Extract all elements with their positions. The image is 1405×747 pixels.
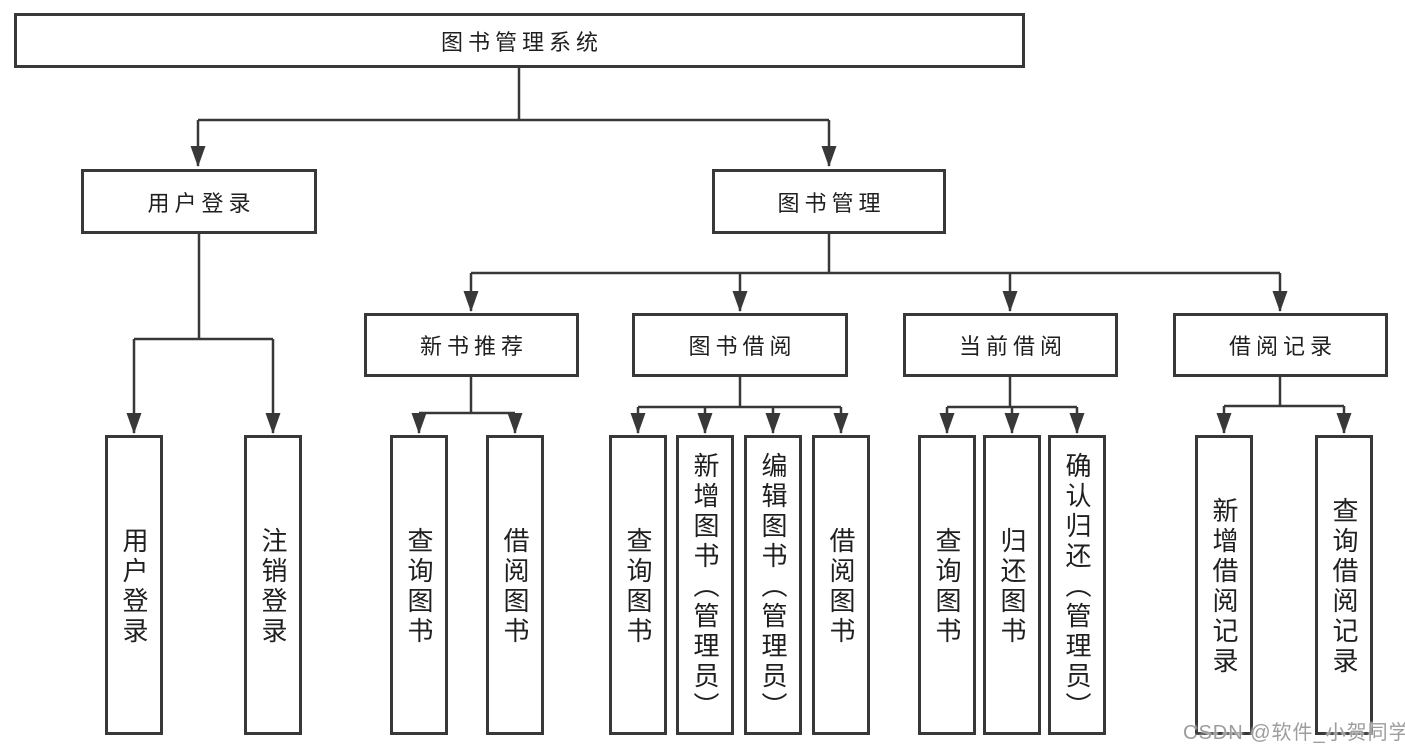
node-label-book-management: 图书管理 — [777, 190, 886, 216]
leaf-user-login: 用户登录 — [105, 435, 163, 735]
node-label-root: 图书管理系统 — [440, 29, 603, 55]
leaf-borrowing-borrow-books: 借阅图书 — [812, 435, 870, 735]
csdn-watermark: CSDN @软件_小贺同学 — [1183, 722, 1405, 744]
leaf-label-current-query-books: 查询图书 — [932, 527, 962, 647]
leaf-label-current-confirm-return-admin: 确认归还（管理员） — [1062, 452, 1092, 722]
node-label-borrowing-records: 借阅记录 — [1228, 334, 1337, 359]
node-label-new-book-recommend: 新书推荐 — [419, 334, 528, 359]
leaf-label-logout: 注销登录 — [258, 527, 288, 647]
leaf-borrowing-edit-books-admin: 编辑图书（管理员） — [744, 435, 802, 735]
node-book-borrowing: 图书借阅 — [632, 313, 848, 377]
node-label-user-login: 用户登录 — [147, 190, 256, 216]
leaf-newrec-query-books: 查询图书 — [390, 435, 448, 735]
leaf-records-add-record: 新增借阅记录 — [1195, 435, 1253, 735]
leaf-label-current-return-books: 归还图书 — [997, 527, 1027, 647]
leaf-label-borrowing-add-books-admin: 新增图书（管理员） — [690, 452, 720, 722]
leaf-records-query-record: 查询借阅记录 — [1315, 435, 1373, 735]
leaf-newrec-borrow-books: 借阅图书 — [486, 435, 544, 735]
node-book-management: 图书管理 — [712, 169, 946, 234]
leaf-label-newrec-borrow-books: 借阅图书 — [500, 527, 530, 647]
leaf-label-borrowing-query-books: 查询图书 — [623, 527, 653, 647]
leaf-borrowing-add-books-admin: 新增图书（管理员） — [676, 435, 734, 735]
leaf-current-confirm-return-admin: 确认归还（管理员） — [1048, 435, 1106, 735]
leaf-label-newrec-query-books: 查询图书 — [404, 527, 434, 647]
leaf-borrowing-query-books: 查询图书 — [609, 435, 667, 735]
node-library-management-system: 图书管理系统 — [14, 13, 1025, 68]
leaf-label-records-query-record: 查询借阅记录 — [1329, 497, 1359, 677]
leaf-current-return-books: 归还图书 — [983, 435, 1041, 735]
node-label-current-borrowing: 当前借阅 — [958, 334, 1067, 359]
leaf-label-user-login: 用户登录 — [119, 527, 149, 647]
leaf-logout: 注销登录 — [244, 435, 302, 735]
node-label-book-borrowing: 图书借阅 — [688, 334, 797, 359]
leaf-label-borrowing-borrow-books: 借阅图书 — [826, 527, 856, 647]
leaf-current-query-books: 查询图书 — [918, 435, 976, 735]
node-new-book-recommend: 新书推荐 — [364, 313, 579, 377]
node-borrowing-records: 借阅记录 — [1173, 313, 1388, 377]
node-user-login: 用户登录 — [81, 169, 317, 234]
leaf-label-borrowing-edit-books-admin: 编辑图书（管理员） — [758, 452, 788, 722]
node-current-borrowing: 当前借阅 — [903, 313, 1118, 377]
leaf-label-records-add-record: 新增借阅记录 — [1209, 497, 1239, 677]
